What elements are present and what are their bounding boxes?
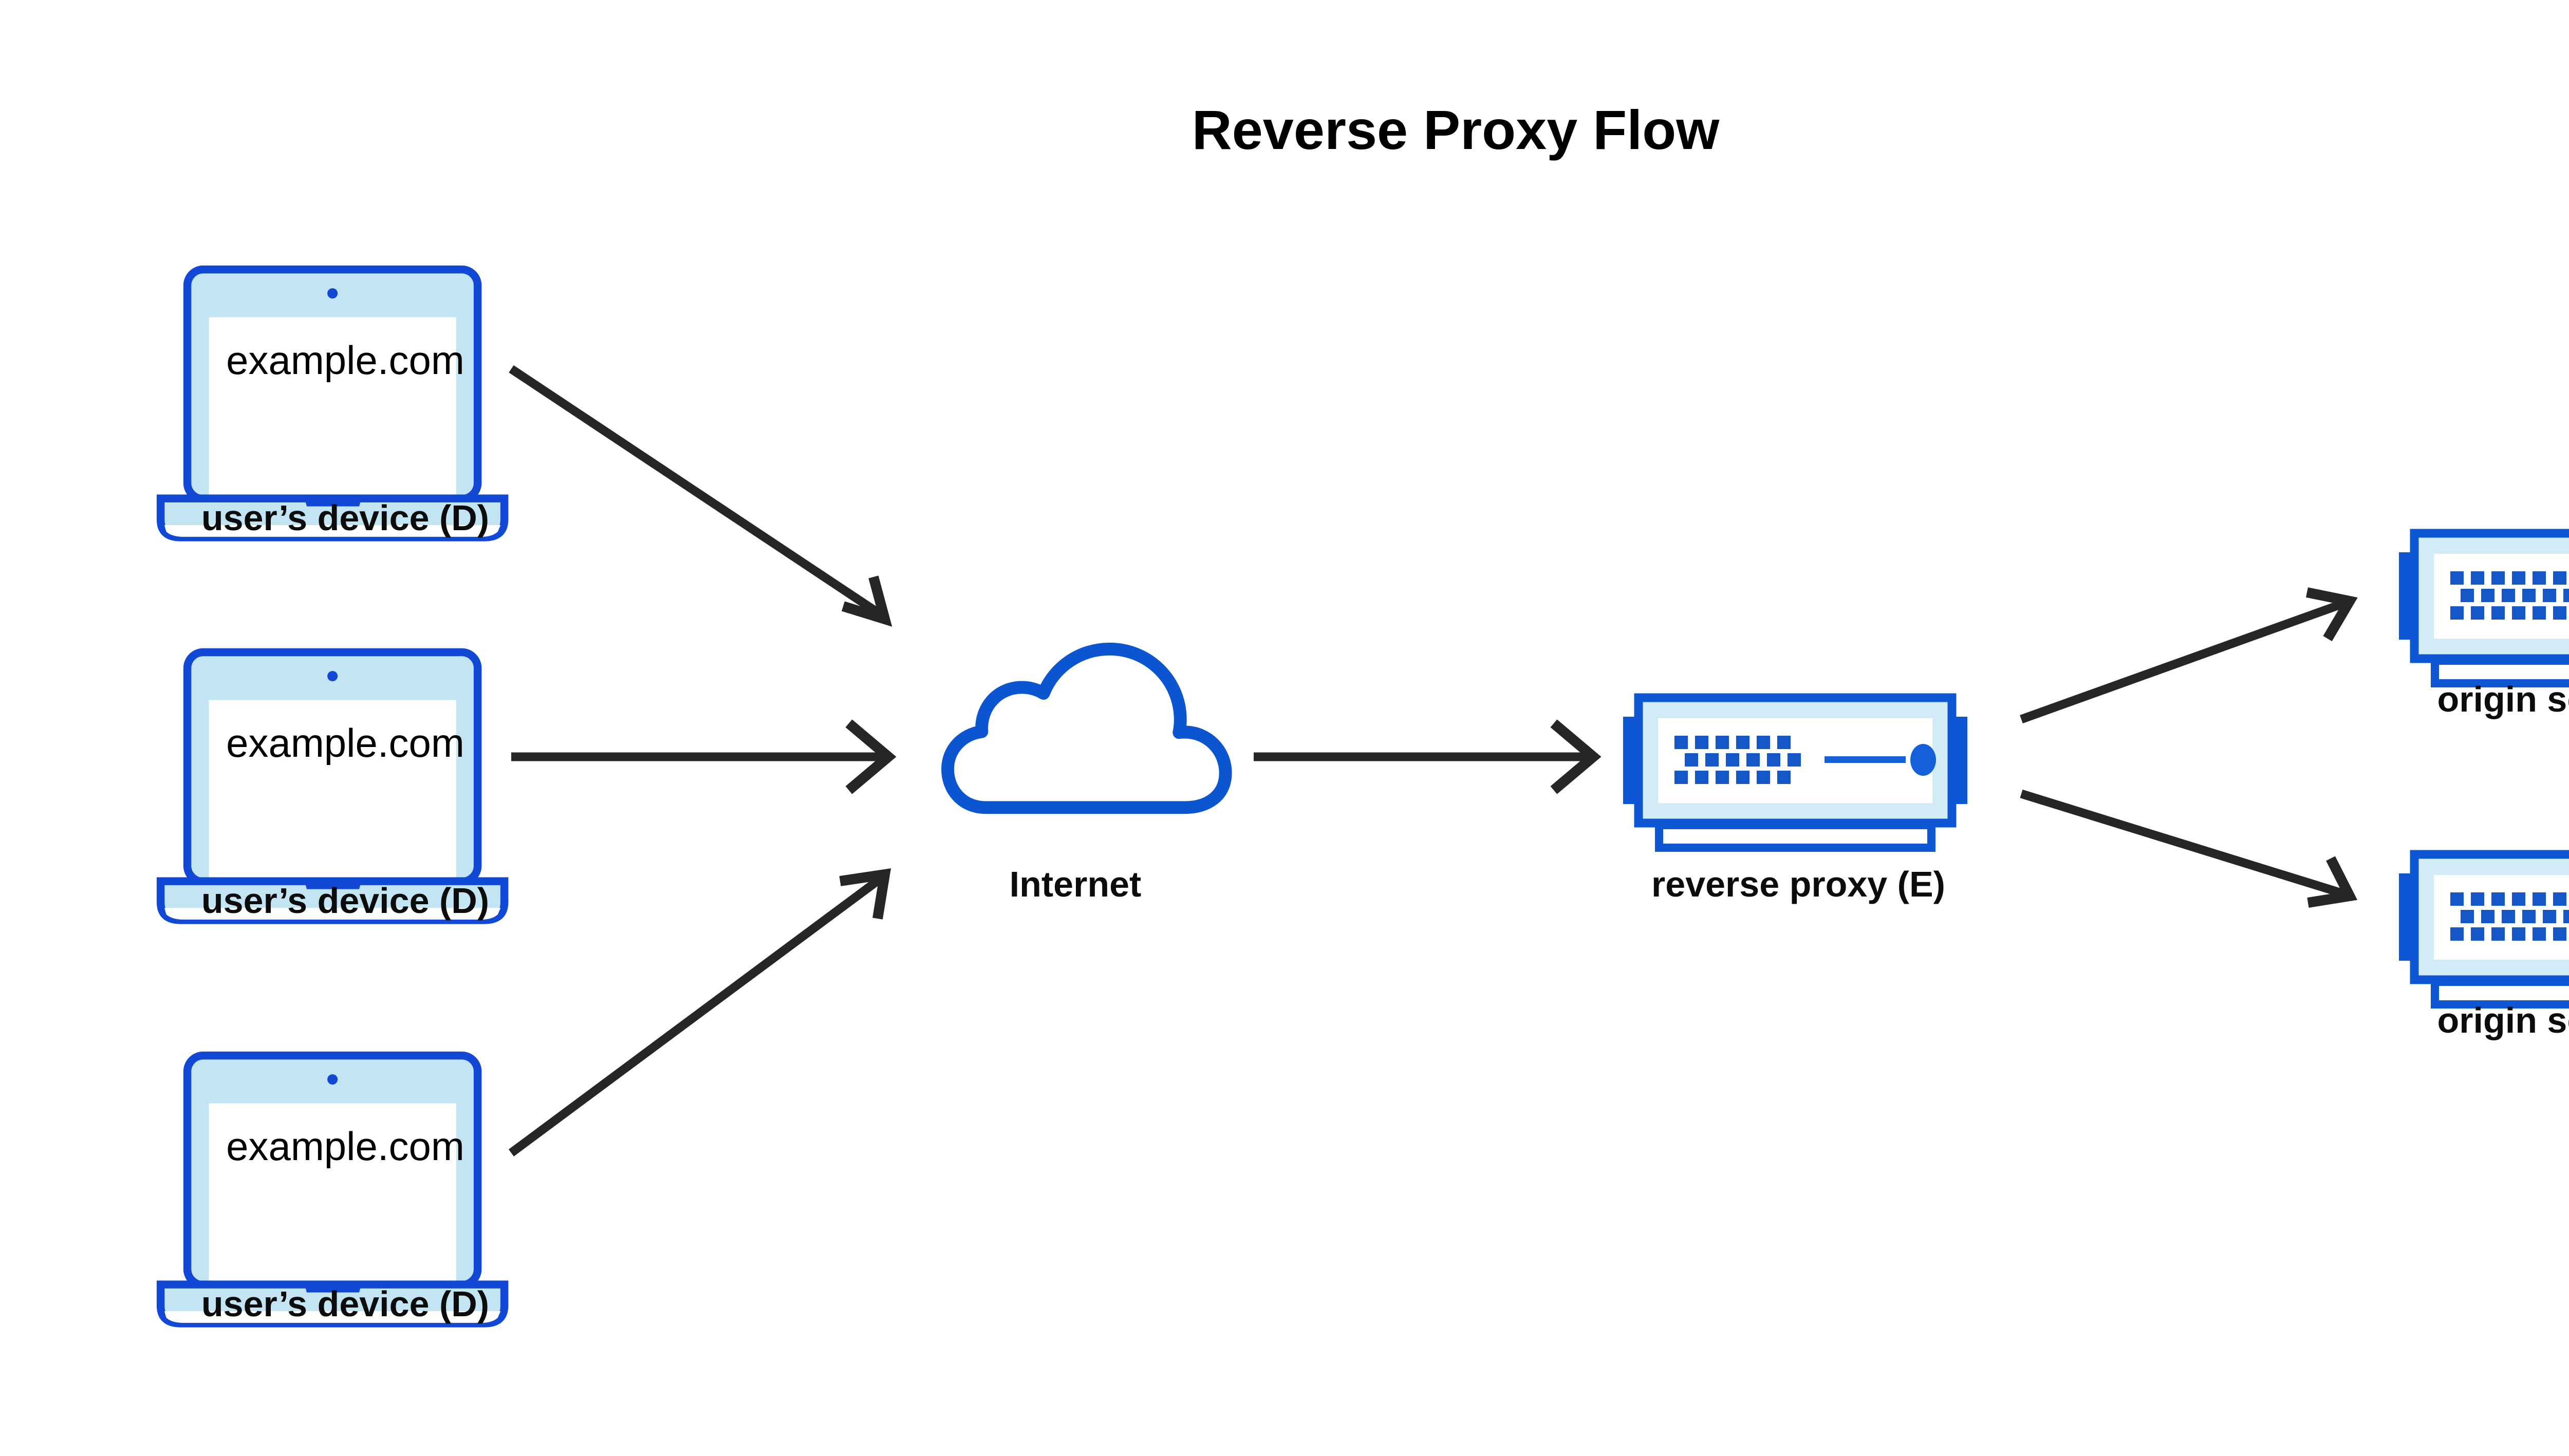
- device-screen-text: example.com: [226, 720, 464, 766]
- reverse-proxy-label: reverse proxy (E): [1651, 864, 1945, 904]
- device-screen-text: example.com: [226, 1124, 464, 1169]
- node-device-top[interactable]: example.com user’s device (D): [161, 270, 505, 562]
- edge-layer: [508, 365, 2358, 1156]
- device-screen-text: example.com: [226, 338, 464, 383]
- node-device-bottom[interactable]: example.com user’s device (D): [161, 1056, 505, 1348]
- origin-server-label: origin server (F): [2437, 679, 2569, 719]
- node-origin-top[interactable]: origin server (F): [2399, 533, 2569, 719]
- internet-label: Internet: [1010, 864, 1142, 904]
- node-reverse-proxy[interactable]: reverse proxy (E): [1623, 698, 1967, 904]
- edge-device-top-to-internet: [509, 365, 892, 627]
- edge-proxy-to-origin-top: [2020, 587, 2358, 723]
- node-device-middle[interactable]: example.com user’s device (D): [161, 652, 505, 945]
- edge-device-bottom-to-internet: [508, 868, 891, 1156]
- device-label: user’s device (D): [201, 498, 489, 538]
- device-label: user’s device (D): [201, 1284, 489, 1324]
- page-title: Reverse Proxy Flow: [1192, 99, 1720, 161]
- server-icon: [2399, 533, 2569, 683]
- edge-proxy-to-origin-bottom: [2020, 789, 2358, 908]
- node-internet[interactable]: Internet: [947, 649, 1225, 904]
- cloud-icon: [947, 649, 1225, 807]
- device-label: user’s device (D): [201, 881, 489, 921]
- server-icon: [2399, 854, 2569, 1004]
- edge-internet-to-proxy: [1254, 719, 1602, 794]
- origin-server-label: origin server (F): [2437, 1000, 2569, 1040]
- server-icon: [1623, 698, 1967, 848]
- node-origin-bottom[interactable]: origin server (F): [2399, 854, 2569, 1040]
- edge-device-middle-to-internet: [511, 719, 897, 794]
